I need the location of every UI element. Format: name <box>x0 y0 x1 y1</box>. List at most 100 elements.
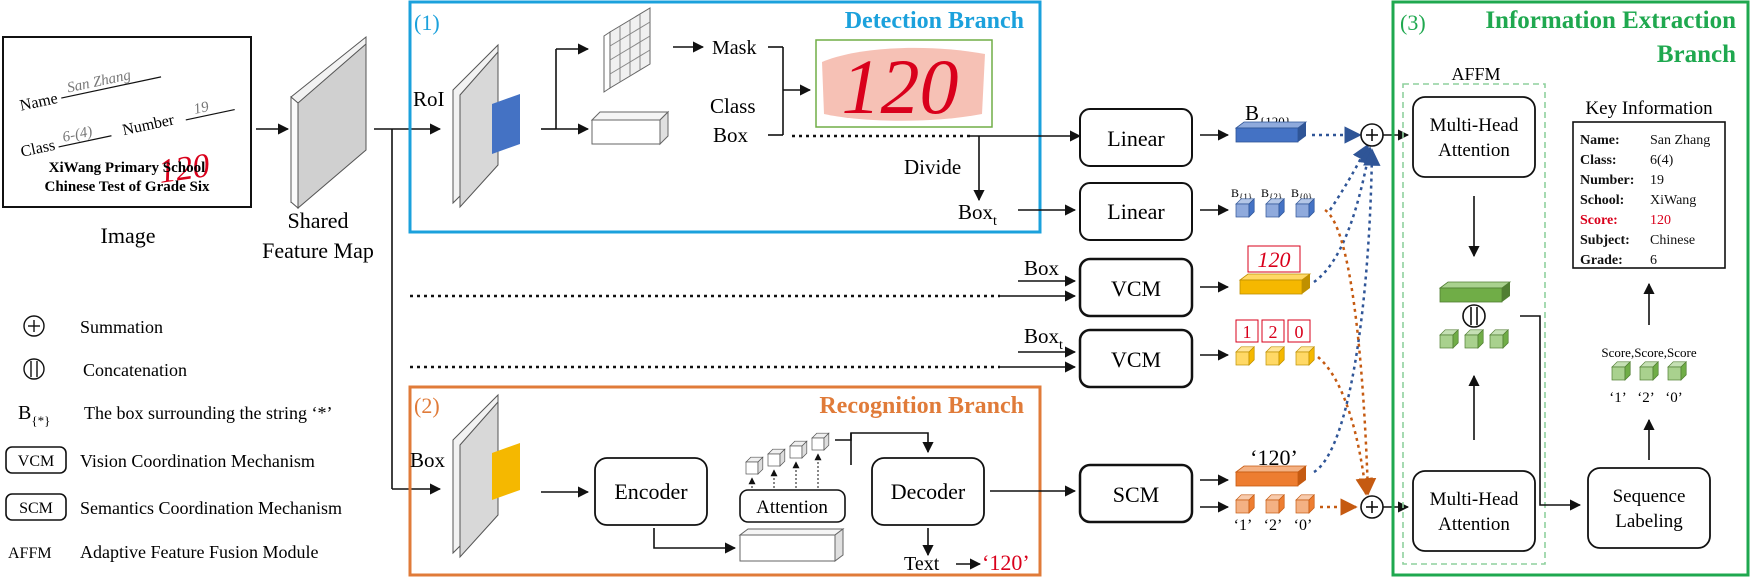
score-tag-features: ‘1’‘2’‘0’ <box>1609 360 1688 406</box>
key-info-key: Number: <box>1580 173 1634 188</box>
encoder-box <box>594 457 708 526</box>
recognized-output: ‘120’ <box>982 550 1030 575</box>
vcm-1-label: VCM <box>1111 276 1161 301</box>
legend-concatenation-icon <box>23 358 45 380</box>
roi-feature-highlight <box>492 94 520 154</box>
legend-summation-icon <box>23 315 45 337</box>
fused-green-feature <box>1438 281 1512 303</box>
encoder-output-bar <box>738 528 845 562</box>
key-info-value: 6(4) <box>1650 153 1674 168</box>
box-label: Box <box>713 123 749 147</box>
shared-label-1: Shared <box>287 208 348 233</box>
key-info-key: Score: <box>1580 213 1618 228</box>
mask-label: Mask <box>712 37 756 59</box>
attention-vector-cube <box>789 440 808 459</box>
skip-dotted-lines <box>410 294 1000 369</box>
legend-affm-abbr: AFFM <box>8 545 52 562</box>
vcm-char-crop-box <box>1287 319 1311 343</box>
legend-vcm-box <box>5 446 67 474</box>
extraction-title-2: Branch <box>1657 41 1736 68</box>
legend-affm-desc: Adaptive Feature Fusion Module <box>80 542 318 562</box>
rec-feature-highlight <box>492 443 520 500</box>
roi-label: RoI <box>413 87 445 111</box>
mha-bottom-line1: Multi-Head <box>1430 489 1519 510</box>
key-info-value: Chinese <box>1650 233 1695 248</box>
doc-number-value: 19 <box>192 99 210 118</box>
doc-school-line: XiWang Primary School <box>49 160 206 176</box>
image-caption: Image <box>101 223 156 248</box>
detection-number: (1) <box>414 10 440 35</box>
key-info-value: 19 <box>1650 173 1664 188</box>
summation-node-top <box>1360 123 1384 147</box>
linear-2-label: Linear <box>1107 199 1165 224</box>
summation-node-bottom <box>1360 495 1384 519</box>
shared-feature-map: Shared Feature Map <box>262 35 374 263</box>
box-char-features <box>1235 197 1316 218</box>
score-tag-char: ‘0’ <box>1665 390 1683 406</box>
vcm2-boxt-input-label: Boxt <box>1024 324 1063 353</box>
key-info-key: Subject: <box>1580 233 1630 248</box>
affm-container <box>1402 83 1546 565</box>
b120-feature <box>1234 121 1308 143</box>
extraction-number: (3) <box>1400 10 1426 35</box>
recognition-number: (2) <box>414 393 440 418</box>
vcm-2-label: VCM <box>1111 347 1161 372</box>
fused-char-cube <box>1489 328 1510 349</box>
extraction-title-1: Information Extraction <box>1485 7 1736 34</box>
attention-box <box>739 489 846 523</box>
detection-title: Detection Branch <box>845 8 1024 34</box>
vcm-char-cube <box>1235 345 1256 366</box>
decoder-box <box>871 457 985 526</box>
legend-b-symbol: B{*} <box>18 402 50 428</box>
mha-box-bottom <box>1412 470 1536 552</box>
doc-test-line: Chinese Test of Grade Six <box>44 179 210 195</box>
recognition-branch: (2) Recognition Branch Box Encoder Atten… <box>408 385 1077 577</box>
concatenation-node <box>1462 304 1486 328</box>
fused-char-cube <box>1439 328 1460 349</box>
key-info-table <box>1572 121 1726 269</box>
input-image: Name San Zhang Class 6-(4) Number 19 120… <box>2 36 252 248</box>
score-tag-cube <box>1667 360 1688 381</box>
b2-label: B{2} <box>1261 186 1282 202</box>
doc-class-label: Class <box>19 137 56 161</box>
shared-label-2: Feature Map <box>262 238 374 263</box>
sequence-labeling-box <box>1587 467 1711 549</box>
vcm-char-crop-text: 1 <box>1243 322 1252 342</box>
mha-top-line2: Attention <box>1438 140 1510 161</box>
mha-top-line1: Multi-Head <box>1430 115 1519 136</box>
scm-char-label: ‘1’ <box>1234 517 1253 534</box>
vcm-char-crop-box <box>1261 319 1285 343</box>
key-info-value: San Zhang <box>1650 133 1710 148</box>
detection-branch: (1) Detection Branch RoI <box>408 0 1082 234</box>
recognition-title: Recognition Branch <box>819 393 1024 419</box>
scm-char-label: ‘2’ <box>1264 517 1283 534</box>
vcm-char-crop-text: 0 <box>1295 322 1304 342</box>
text-label: Text <box>904 553 940 575</box>
vcm-char-cube <box>1265 345 1286 366</box>
key-info-key: Class: <box>1580 153 1617 168</box>
box-char-cube <box>1235 197 1256 218</box>
scm-char-cube <box>1265 493 1286 514</box>
score-tag-char: ‘2’ <box>1637 390 1655 406</box>
class-label: Class <box>710 94 756 118</box>
key-info-value: 120 <box>1650 213 1671 228</box>
legend-b-desc: The box surrounding the string ‘*’ <box>84 403 332 423</box>
mask-grid <box>603 7 651 93</box>
key-info-title: Key Information <box>1585 98 1713 119</box>
box-t-label: Boxt <box>958 200 997 229</box>
attention-vector-cube <box>745 456 764 475</box>
feature-split-lines <box>374 123 442 495</box>
scm-char-cube <box>1235 493 1256 514</box>
b1-label: B{1} <box>1231 186 1252 202</box>
key-info-value: XiWang <box>1650 193 1696 208</box>
box-char-cube <box>1265 197 1286 218</box>
key-info-key: Name: <box>1580 133 1620 148</box>
attention-vector-cube <box>767 448 786 467</box>
legend-scm-desc: Semantics Coordination Mechanism <box>80 498 342 518</box>
class-box-block <box>590 110 670 146</box>
vcm-box-1 <box>1078 257 1194 318</box>
decoder-label: Decoder <box>891 479 966 504</box>
key-info-key: Grade: <box>1580 253 1623 268</box>
vcm1-box-input-label: Box <box>1024 256 1060 280</box>
key-info-rows: Name:San ZhangClass:6(4)Number:19School:… <box>1580 133 1710 268</box>
